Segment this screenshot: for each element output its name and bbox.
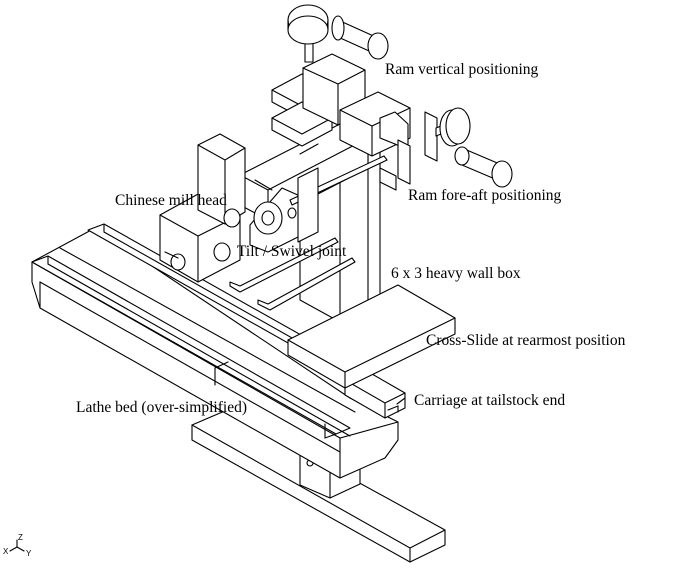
axis-y-label: Y xyxy=(26,549,32,558)
fore-aft-handwheel xyxy=(435,107,513,188)
label-ram-vertical: Ram vertical positioning xyxy=(385,61,539,78)
fore-aft-slide xyxy=(339,91,438,191)
axis-triad xyxy=(9,539,25,552)
vertical-handwheel xyxy=(287,4,389,63)
axis-z-label: Z xyxy=(18,533,23,542)
label-lathe-bed: Lathe bed (over-simplified) xyxy=(76,399,247,416)
label-tilt-swivel: Tilt / Swivel joint xyxy=(237,243,347,260)
label-ram-fore-aft: Ram fore-aft positioning xyxy=(408,187,562,204)
gussets xyxy=(229,237,356,311)
leader-lines xyxy=(396,397,406,405)
mill-head xyxy=(159,133,246,283)
label-cross-slide: Cross-Slide at rearmost position xyxy=(426,332,626,349)
axis-x-label: X xyxy=(3,547,9,556)
cross-slide xyxy=(287,284,456,389)
label-mill-head: Chinese mill head xyxy=(115,192,227,209)
label-carriage: Carriage at tailstock end xyxy=(414,392,566,409)
label-heavy-box: 6 x 3 heavy wall box xyxy=(391,265,521,282)
fore-aft-screw xyxy=(289,155,388,243)
tilt-swivel-joint xyxy=(249,187,301,253)
